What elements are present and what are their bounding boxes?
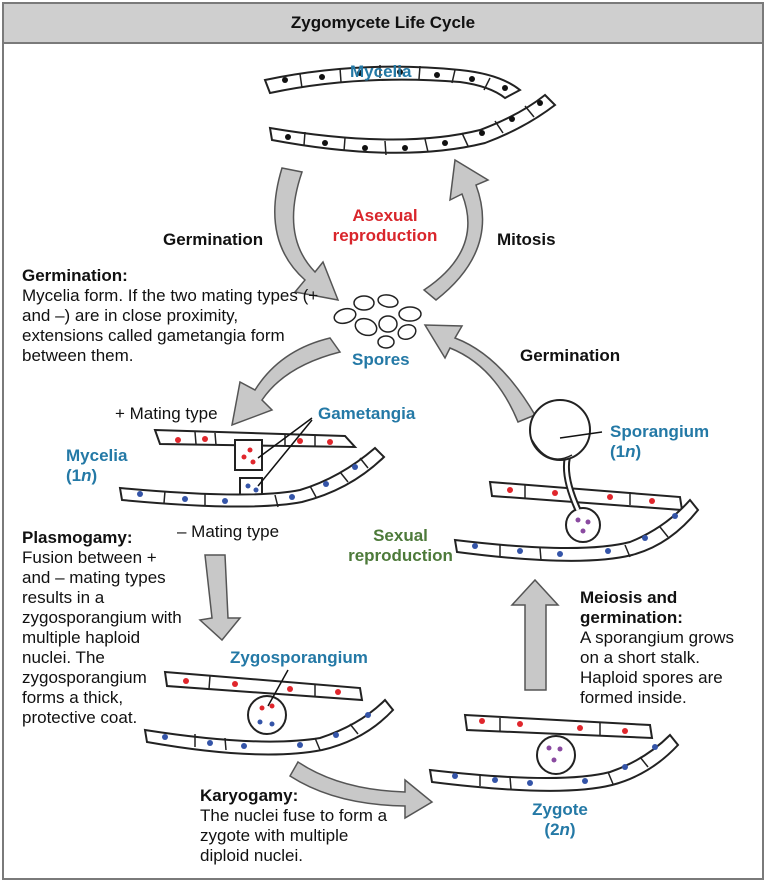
mycelia-1n-line1: Mycelia	[66, 446, 128, 465]
label-zygote-2n: Zygote (2n)	[520, 800, 600, 840]
germination-description: Germination: Mycelia form. If the two ma…	[22, 266, 322, 366]
label-plus-mating-type: + Mating type	[115, 404, 218, 423]
karyogamy-heading: Karyogamy:	[200, 786, 299, 805]
label-sexual-reproduction: Sexual reproduction	[348, 526, 453, 565]
mitosis-arrow-up	[422, 158, 490, 301]
sporangium-line1: Sporangium	[610, 422, 710, 441]
label-minus-mating-type: – Mating type	[177, 522, 280, 541]
karyogamy-body: The nuclei fuse to form a zygote with mu…	[200, 806, 388, 865]
plasmogamy-description: Plasmogamy: Fusion between + and – matin…	[22, 528, 182, 728]
label-mycelia-1n: Mycelia (1n)	[66, 446, 127, 486]
sporangium-mycelia	[453, 399, 700, 562]
zygote-line2: (2n)	[544, 820, 576, 839]
germination-body: Mycelia form. If the two mating types (+…	[22, 286, 319, 365]
germination-arrow-left	[231, 337, 342, 427]
plasmogamy-arrow	[198, 554, 242, 642]
top-mycelia	[263, 65, 557, 156]
sporangium-line2: (1n)	[610, 442, 642, 461]
plasmogamy-heading: Plasmogamy:	[22, 528, 133, 547]
label-gametangia: Gametangia	[318, 404, 416, 423]
meiosis-arrow	[510, 578, 560, 691]
label-zygosporangium: Zygosporangium	[230, 648, 368, 667]
meiosis-heading: Meiosis and germination:	[580, 588, 683, 627]
label-spores: Spores	[352, 350, 410, 369]
plasmogamy-body: Fusion between + and – mating types resu…	[22, 548, 182, 727]
title-bar: Zygomycete Life Cycle	[4, 4, 762, 44]
label-germination-right: Germination	[520, 346, 621, 365]
zygote-line1: Zygote	[532, 800, 588, 819]
karyogamy-arrow	[288, 760, 434, 820]
germination-arrow-down	[274, 167, 340, 301]
label-asexual-reproduction: Asexual reproduction	[332, 206, 438, 245]
label-germination-left: Germination	[163, 230, 264, 249]
germination-arrow-right	[423, 324, 537, 423]
spores-cluster	[333, 294, 422, 349]
zygosporangium-mycelia	[143, 669, 395, 756]
gametangia-mycelia	[118, 417, 386, 508]
zygote-mycelia	[428, 713, 680, 792]
meiosis-description: Meiosis and germination: A sporangium gr…	[580, 588, 748, 708]
meiosis-body: A sporangium grows on a short stalk. Hap…	[580, 628, 735, 707]
karyogamy-description: Karyogamy: The nuclei fuse to form a zyg…	[200, 786, 390, 866]
germination-heading: Germination:	[22, 266, 128, 285]
label-mycelia-top: Mycelia	[350, 62, 412, 81]
label-sporangium-1n: Sporangium (1n)	[610, 422, 709, 462]
mycelia-1n-line2: (1n)	[66, 466, 98, 485]
label-mitosis: Mitosis	[497, 230, 556, 249]
diagram-title: Zygomycete Life Cycle	[290, 13, 476, 32]
